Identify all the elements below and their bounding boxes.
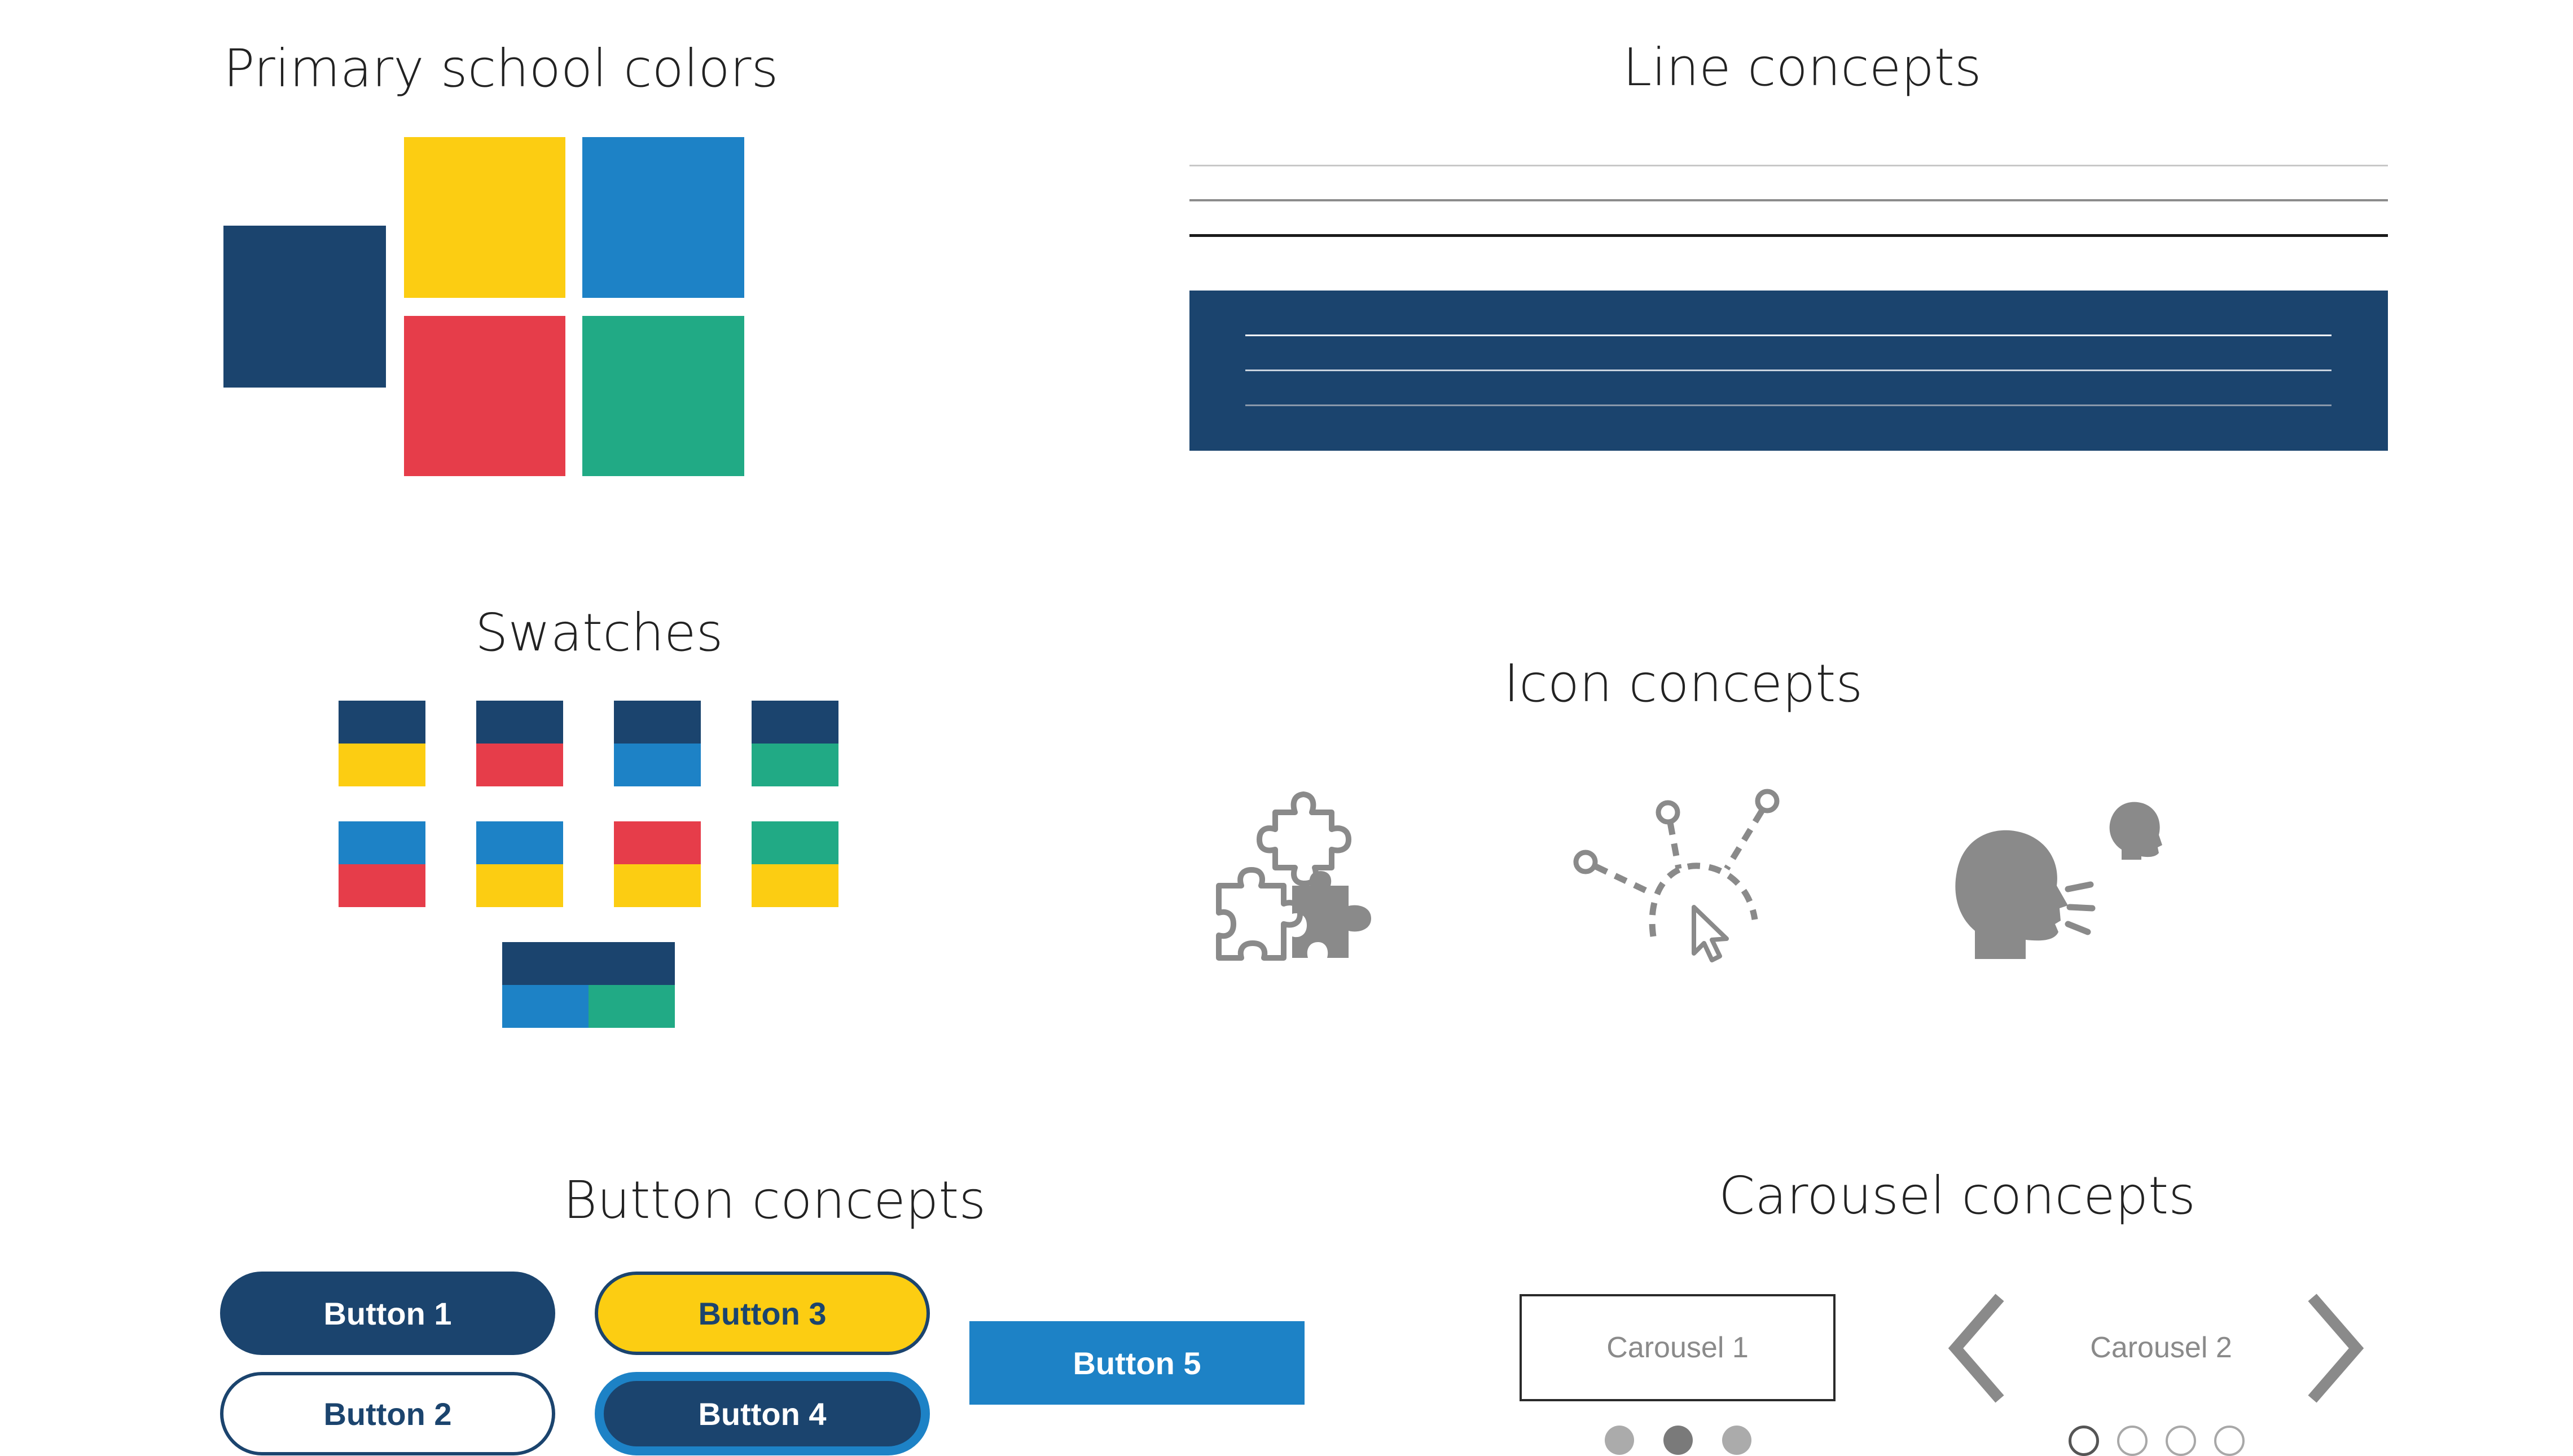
red-color-square — [404, 316, 565, 476]
line-concepts-title: Line concepts — [1623, 37, 1982, 98]
carousel-1-slide: Carousel 1 — [1520, 1294, 1836, 1401]
button-2[interactable]: Button 2 — [220, 1372, 555, 1455]
swatch-bottom — [752, 864, 838, 907]
carousel-2-dot-active[interactable] — [2069, 1426, 2099, 1456]
puzzle-icon — [1216, 791, 1371, 961]
icon-concepts-title: Icon concepts — [1504, 653, 1863, 714]
chevron-right-icon[interactable] — [2303, 1292, 2365, 1405]
swatch-bottom — [614, 864, 701, 907]
swatch-top — [476, 821, 563, 864]
button-1[interactable]: Button 1 — [220, 1272, 555, 1355]
button-3[interactable]: Button 3 — [595, 1272, 930, 1355]
panel-white-line — [1245, 335, 2331, 336]
swatch-top — [339, 701, 425, 744]
green-color-square — [582, 316, 744, 476]
yellow-color-square — [404, 137, 565, 298]
swatch-bottom — [476, 864, 563, 907]
button-5[interactable]: Button 5 — [969, 1321, 1305, 1405]
button-4[interactable]: Button 4 — [595, 1372, 930, 1455]
swatch-bottom — [476, 744, 563, 786]
carousel-2-dot[interactable] — [2166, 1426, 2196, 1456]
carousel-concepts-title: Carousel concepts — [1719, 1165, 2196, 1226]
swatch-top — [614, 821, 701, 864]
carousel-2-dot[interactable] — [2214, 1426, 2245, 1456]
swatch-bottom — [614, 744, 701, 786]
chevron-left-icon[interactable] — [1947, 1292, 2009, 1405]
navy-color-square — [223, 226, 386, 388]
navy-line-panel — [1189, 291, 2388, 451]
dark-line — [1189, 234, 2388, 237]
carousel-2-dot[interactable] — [2117, 1426, 2148, 1456]
swatch-top — [752, 821, 838, 864]
swatch-bottom — [752, 744, 838, 786]
swatch-bottom — [339, 864, 425, 907]
thin-light-line — [1189, 165, 2388, 166]
swatch-bottom — [339, 744, 425, 786]
button-concepts-title: Button concepts — [563, 1170, 986, 1230]
panel-light-line — [1245, 370, 2331, 371]
swatch-top — [752, 701, 838, 744]
carousel-1-dot[interactable] — [1605, 1426, 1634, 1455]
carousel-1-dot[interactable] — [1722, 1426, 1751, 1455]
swatch-top — [614, 701, 701, 744]
branching-paths-icon — [1573, 789, 1780, 962]
swatch-top — [339, 821, 425, 864]
panel-muted-line — [1245, 404, 2331, 406]
carousel-1-dot-active[interactable] — [1663, 1426, 1693, 1455]
medium-gray-line — [1189, 199, 2388, 201]
speaking-heads-icon — [1955, 802, 2162, 959]
swatches-title: Swatches — [475, 602, 723, 663]
primary-colors-title: Primary school colors — [223, 38, 779, 99]
swatch-wide-top — [502, 942, 675, 985]
swatch-top — [476, 701, 563, 744]
swatch-wide-bottom-right — [589, 985, 675, 1028]
carousel-2-slide: Carousel 2 — [2090, 1331, 2232, 1364]
blue-color-square — [582, 137, 744, 298]
swatch-wide-bottom-left — [502, 985, 589, 1028]
